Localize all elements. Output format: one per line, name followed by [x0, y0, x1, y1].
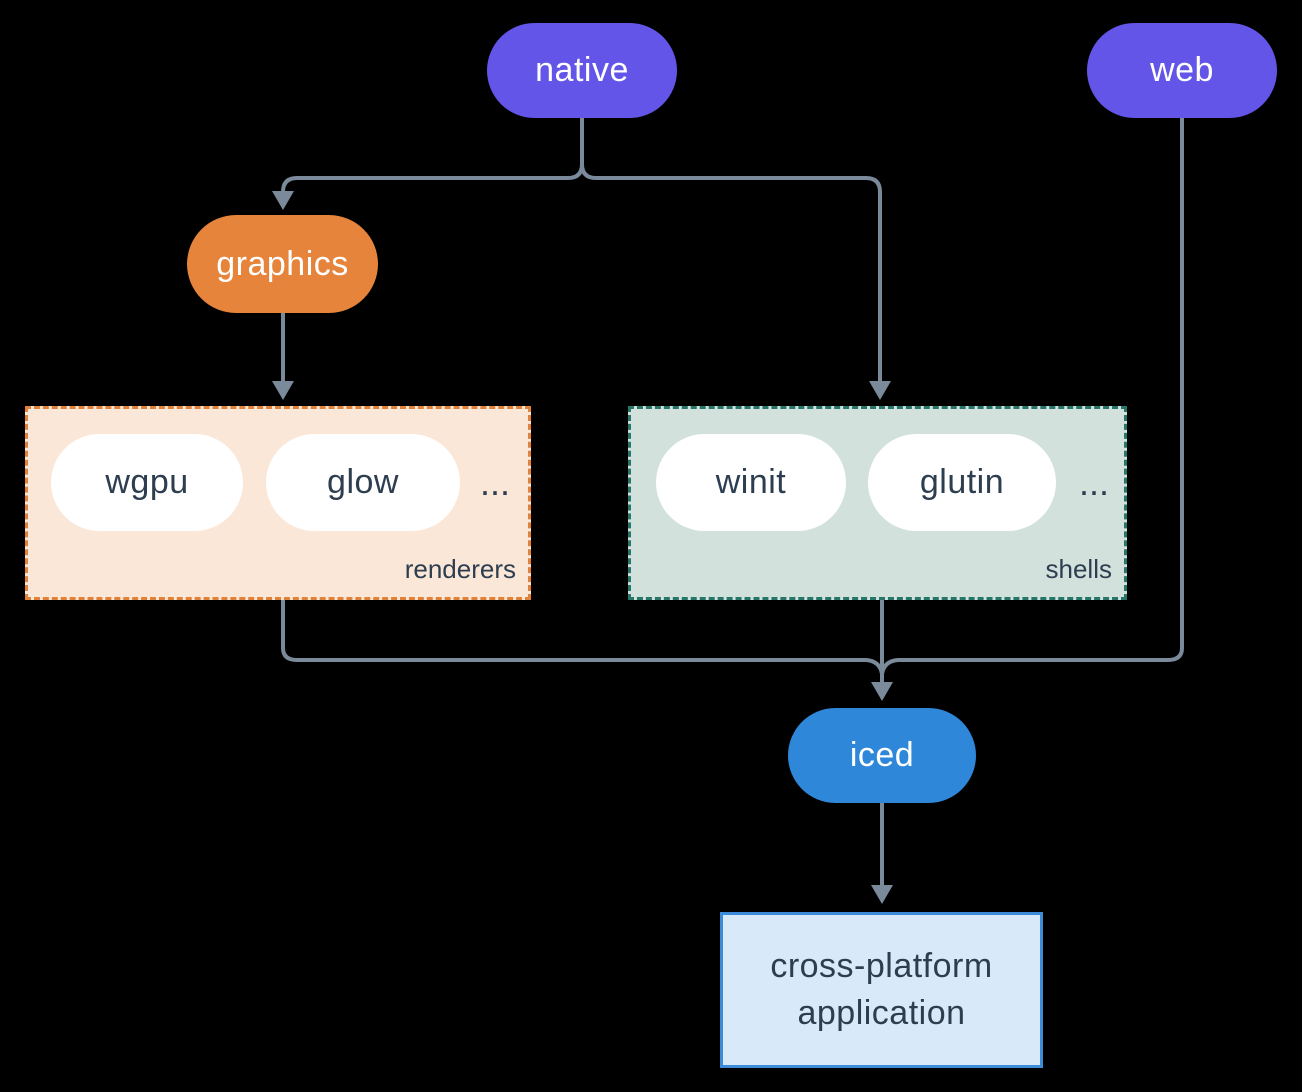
connector-native-to-graphics: [281, 118, 584, 193]
node-glow: glow: [266, 434, 460, 531]
node-cross-platform-application: cross-platform application: [720, 912, 1043, 1068]
node-winit-label: winit: [715, 463, 787, 501]
application-label-line1: cross-platform: [770, 947, 993, 985]
node-glutin-label: glutin: [919, 463, 1005, 501]
renderers-group-label: renderers: [404, 554, 516, 584]
node-glow-label: glow: [327, 463, 399, 501]
node-wgpu: wgpu: [51, 434, 243, 531]
arrowhead-iced: [871, 682, 893, 701]
node-iced: iced: [788, 708, 976, 803]
arrowhead-shells: [869, 381, 891, 400]
connector-native-to-shells: [580, 118, 882, 383]
node-winit: winit: [656, 434, 846, 531]
node-web-label: web: [1150, 51, 1214, 89]
shells-ellipsis: ...: [1079, 461, 1110, 503]
node-native-label: native: [535, 51, 629, 89]
renderers-ellipsis: ...: [480, 461, 511, 503]
node-iced-label: iced: [849, 736, 915, 774]
connector-web-to-iced: [880, 118, 1184, 675]
shells-group-label: shells: [1045, 554, 1112, 584]
node-graphics: graphics: [187, 215, 378, 313]
arrowhead-graphics: [272, 191, 294, 210]
node-wgpu-label: wgpu: [105, 463, 189, 501]
node-glutin: glutin: [868, 434, 1056, 531]
node-web: web: [1087, 23, 1277, 118]
application-label-line2: application: [797, 994, 966, 1032]
arrowhead-application: [871, 885, 893, 904]
node-graphics-label: graphics: [216, 244, 349, 283]
arrowhead-renderers: [272, 381, 294, 400]
connector-renderers-to-iced: [281, 600, 884, 675]
node-native: native: [487, 23, 677, 118]
group-renderers: wgpu glow ... renderers: [25, 406, 531, 600]
group-shells: winit glutin ... shells: [628, 406, 1127, 600]
